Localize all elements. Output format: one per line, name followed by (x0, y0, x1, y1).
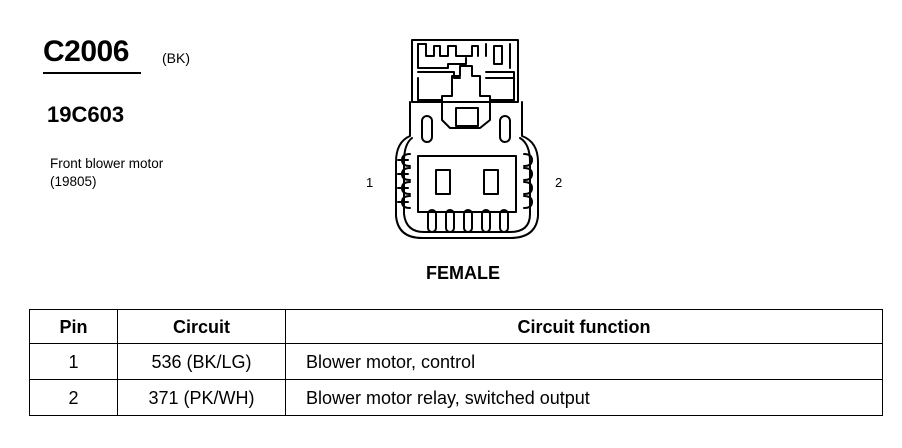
part-number: 19C603 (47, 102, 125, 127)
connector-id-underline (43, 72, 141, 74)
right-ribs (523, 153, 533, 209)
circuit-cell: 536 (BK/LG) (117, 343, 286, 380)
pin-cell: 2 (29, 379, 118, 416)
description-line-2: (19805) (50, 174, 97, 189)
connector-id: C2006 (43, 35, 129, 68)
header-circuit-function: Circuit function (285, 309, 883, 344)
description-line-1: Front blower motor (50, 156, 164, 171)
function-cell: Blower motor relay, switched output (285, 379, 883, 416)
terminal-block (417, 155, 517, 213)
connector-color: (BK) (162, 50, 190, 66)
component-description: Front blower motor (19805) (50, 155, 163, 191)
table-header-row: Pin Circuit Circuit function (29, 309, 883, 344)
header-pin: Pin (29, 309, 118, 344)
terminal-cavity-2 (483, 169, 499, 195)
pin-cell: 1 (29, 343, 118, 380)
latch-tab (417, 65, 515, 129)
housing-outline (395, 101, 539, 239)
table-row: 1 536 (BK/LG) Blower motor, control (29, 343, 883, 380)
connector-face-diagram (395, 39, 539, 239)
function-cell: Blower motor, control (285, 343, 883, 380)
header-circuit: Circuit (117, 309, 286, 344)
bottom-ribs (427, 209, 509, 233)
table-row: 2 371 (PK/WH) Blower motor relay, switch… (29, 379, 883, 416)
connector-gender: FEMALE (426, 263, 500, 283)
left-ribs (397, 153, 411, 209)
latch-housing (411, 39, 519, 103)
upper-slots (421, 115, 511, 143)
terminal-cavity-1 (435, 169, 451, 195)
pin-label-2: 2 (555, 175, 563, 190)
pin-label-1: 1 (366, 175, 374, 190)
circuit-cell: 371 (PK/WH) (117, 379, 286, 416)
pin-table: Pin Circuit Circuit function 1 536 (BK/L… (29, 309, 883, 416)
